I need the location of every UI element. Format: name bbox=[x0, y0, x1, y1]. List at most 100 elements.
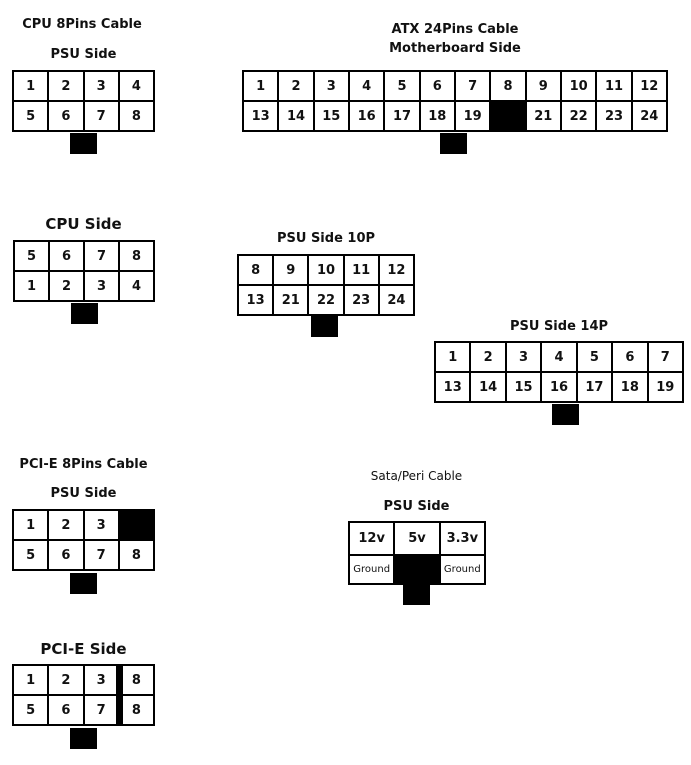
atx-motherboard-side-label: Motherboard Side bbox=[389, 41, 521, 56]
pcie-side-latch-key bbox=[70, 728, 97, 749]
pin-cell: 4 bbox=[542, 343, 576, 371]
atx-motherboard-side-latch-key bbox=[440, 133, 467, 154]
pin-cell: 19 bbox=[648, 373, 682, 401]
pin-cell: 2 bbox=[49, 666, 83, 694]
pin-cell: 7 bbox=[84, 102, 118, 130]
pcie-side-separator-bar bbox=[116, 664, 123, 726]
pin-cell: 6 bbox=[49, 541, 83, 569]
pin-cell: 16 bbox=[542, 373, 576, 401]
pin-cell: 2 bbox=[49, 511, 83, 539]
pin-cell: 10 bbox=[309, 256, 343, 284]
pin-cell: 2 bbox=[279, 72, 313, 100]
pin-cell: 12v bbox=[350, 523, 394, 554]
pin-cell: 8 bbox=[239, 256, 273, 284]
pin-cell: 24 bbox=[632, 102, 666, 130]
pin-cell: 24 bbox=[379, 286, 413, 314]
pin-cell: 1 bbox=[436, 343, 470, 371]
atx-cable-title: ATX 24Pins Cable bbox=[391, 22, 519, 37]
pin-cell: 1 bbox=[14, 511, 48, 539]
cpu-psu-side-label: PSU Side bbox=[50, 47, 117, 62]
pin-cell: 17 bbox=[577, 373, 612, 401]
pin-cell: 23 bbox=[344, 286, 378, 314]
pin-cell: 6 bbox=[50, 242, 83, 270]
blocked-pin bbox=[395, 556, 439, 583]
pin-cell: 11 bbox=[344, 256, 378, 284]
pin-cell: 8 bbox=[119, 696, 153, 724]
pin-cell: 7 bbox=[648, 343, 682, 371]
pin-cell: 8 bbox=[119, 666, 153, 694]
pin-cell: 5v bbox=[395, 523, 439, 554]
pin-cell: 22 bbox=[309, 286, 343, 314]
pin-cell: 7 bbox=[455, 72, 490, 100]
pin-cell: 6 bbox=[613, 343, 647, 371]
pin-cell: 5 bbox=[15, 242, 48, 270]
pin-cell: 13 bbox=[239, 286, 273, 314]
pin-cell: 2 bbox=[50, 272, 83, 300]
pin-cell: 9 bbox=[526, 72, 560, 100]
pin-cell: 3 bbox=[314, 72, 348, 100]
blocked-pin bbox=[119, 511, 153, 539]
pin-cell: 4 bbox=[120, 272, 153, 300]
atx-psu-side-10p-label: PSU Side 10P bbox=[276, 231, 376, 246]
pin-cell: 7 bbox=[84, 696, 118, 724]
pin-cell: 1 bbox=[14, 72, 48, 100]
pin-cell: 18 bbox=[420, 102, 454, 130]
pin-cell: 7 bbox=[84, 541, 118, 569]
pin-cell: 2 bbox=[49, 72, 83, 100]
pcie-psu-side-latch-key bbox=[70, 573, 97, 594]
pin-cell: 4 bbox=[349, 72, 384, 100]
pin-cell: 5 bbox=[385, 72, 419, 100]
cpu-side-label: CPU Side bbox=[45, 215, 122, 233]
pin-cell: 1 bbox=[15, 272, 48, 300]
pin-cell: Ground bbox=[350, 556, 394, 583]
pin-cell: 3.3v bbox=[440, 523, 484, 554]
pin-cell: 8 bbox=[120, 242, 153, 270]
pcie-cable-title: PCI-E 8Pins Cable bbox=[19, 457, 148, 472]
atx-psu-side-10p-latch-key bbox=[311, 316, 338, 337]
pin-cell: 8 bbox=[119, 102, 153, 130]
pin-cell: 21 bbox=[274, 286, 308, 314]
pin-cell: 1 bbox=[244, 72, 278, 100]
cpu-side-latch-key bbox=[71, 303, 98, 324]
pin-cell: Ground bbox=[440, 556, 484, 583]
pin-cell: 19 bbox=[455, 102, 490, 130]
pin-cell: 4 bbox=[119, 72, 153, 100]
pin-cell: 3 bbox=[84, 666, 118, 694]
pin-cell: 9 bbox=[274, 256, 308, 284]
pin-cell: 17 bbox=[385, 102, 419, 130]
pin-cell: 18 bbox=[613, 373, 647, 401]
pin-cell: 8 bbox=[119, 541, 153, 569]
pin-cell: 6 bbox=[420, 72, 454, 100]
pin-cell: 2 bbox=[471, 343, 505, 371]
pin-cell: 14 bbox=[471, 373, 505, 401]
pcie-psu-side-label: PSU Side bbox=[50, 486, 117, 501]
sata-cable-title: Sata/Peri Cable bbox=[370, 469, 463, 483]
cpu-cable-title: CPU 8Pins Cable bbox=[22, 17, 142, 32]
pin-cell: 1 bbox=[14, 666, 48, 694]
pin-cell: 3 bbox=[506, 343, 541, 371]
pin-cell: 11 bbox=[597, 72, 631, 100]
cpu-psu-side-latch-key bbox=[70, 133, 97, 154]
pin-cell: 5 bbox=[577, 343, 612, 371]
blocked-pin bbox=[491, 102, 525, 130]
pcie-side-label: PCI-E Side bbox=[40, 640, 127, 658]
pin-cell: 13 bbox=[244, 102, 278, 130]
pin-cell: 7 bbox=[85, 242, 118, 270]
pin-cell: 21 bbox=[526, 102, 560, 130]
pin-cell: 10 bbox=[561, 72, 596, 100]
pin-cell: 16 bbox=[349, 102, 384, 130]
sata-psu-side-label: PSU Side bbox=[383, 499, 450, 514]
atx-psu-side-14p-latch-key bbox=[552, 404, 579, 425]
pin-cell: 5 bbox=[14, 541, 48, 569]
pin-cell: 3 bbox=[84, 72, 118, 100]
sata-psu-side-latch-key bbox=[403, 584, 430, 605]
pin-cell: 15 bbox=[314, 102, 348, 130]
pin-cell: 15 bbox=[506, 373, 541, 401]
pin-cell: 3 bbox=[84, 511, 118, 539]
